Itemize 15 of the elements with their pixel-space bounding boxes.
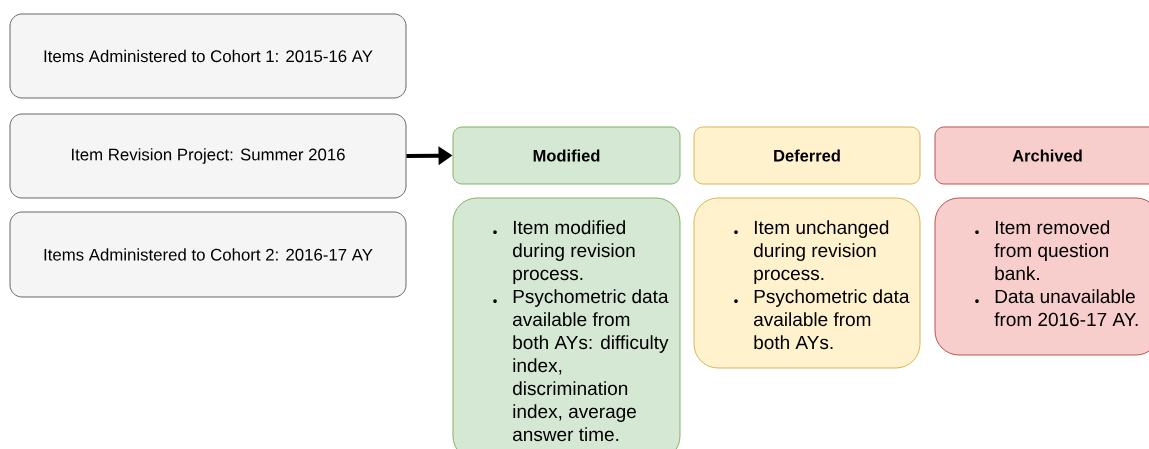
node-label: Item removed from question bank.: [994, 220, 1110, 281]
node-label: Psychometric data available from both AYs: difficulty index, discrimination index, average answer time.: [513, 289, 669, 442]
stage-box: Item Revision Project: Summer 2016: [9, 113, 407, 199]
bullet-list-box: [452, 197, 681, 449]
bullet-list-box: [934, 197, 1149, 356]
bullet-list-box: [693, 197, 921, 369]
category-box: Deferred: [693, 126, 921, 185]
node-label: Item unchanged during revision process.: [754, 220, 889, 284]
node-label: Item modified during revision process.: [513, 220, 635, 284]
stage-box: Items Administered to Cohort 1: 2015-16 AY: [9, 13, 407, 99]
category-box: Modified: [452, 126, 681, 185]
stage-box: Items Administered to Cohort 2: 2016-17 AY: [9, 211, 407, 298]
node-label: Data unavailable from 2016-17 AY.: [994, 289, 1138, 327]
category-box: Archived: [934, 126, 1149, 185]
node-label: Psychometric data available from both AYs.: [754, 289, 910, 350]
